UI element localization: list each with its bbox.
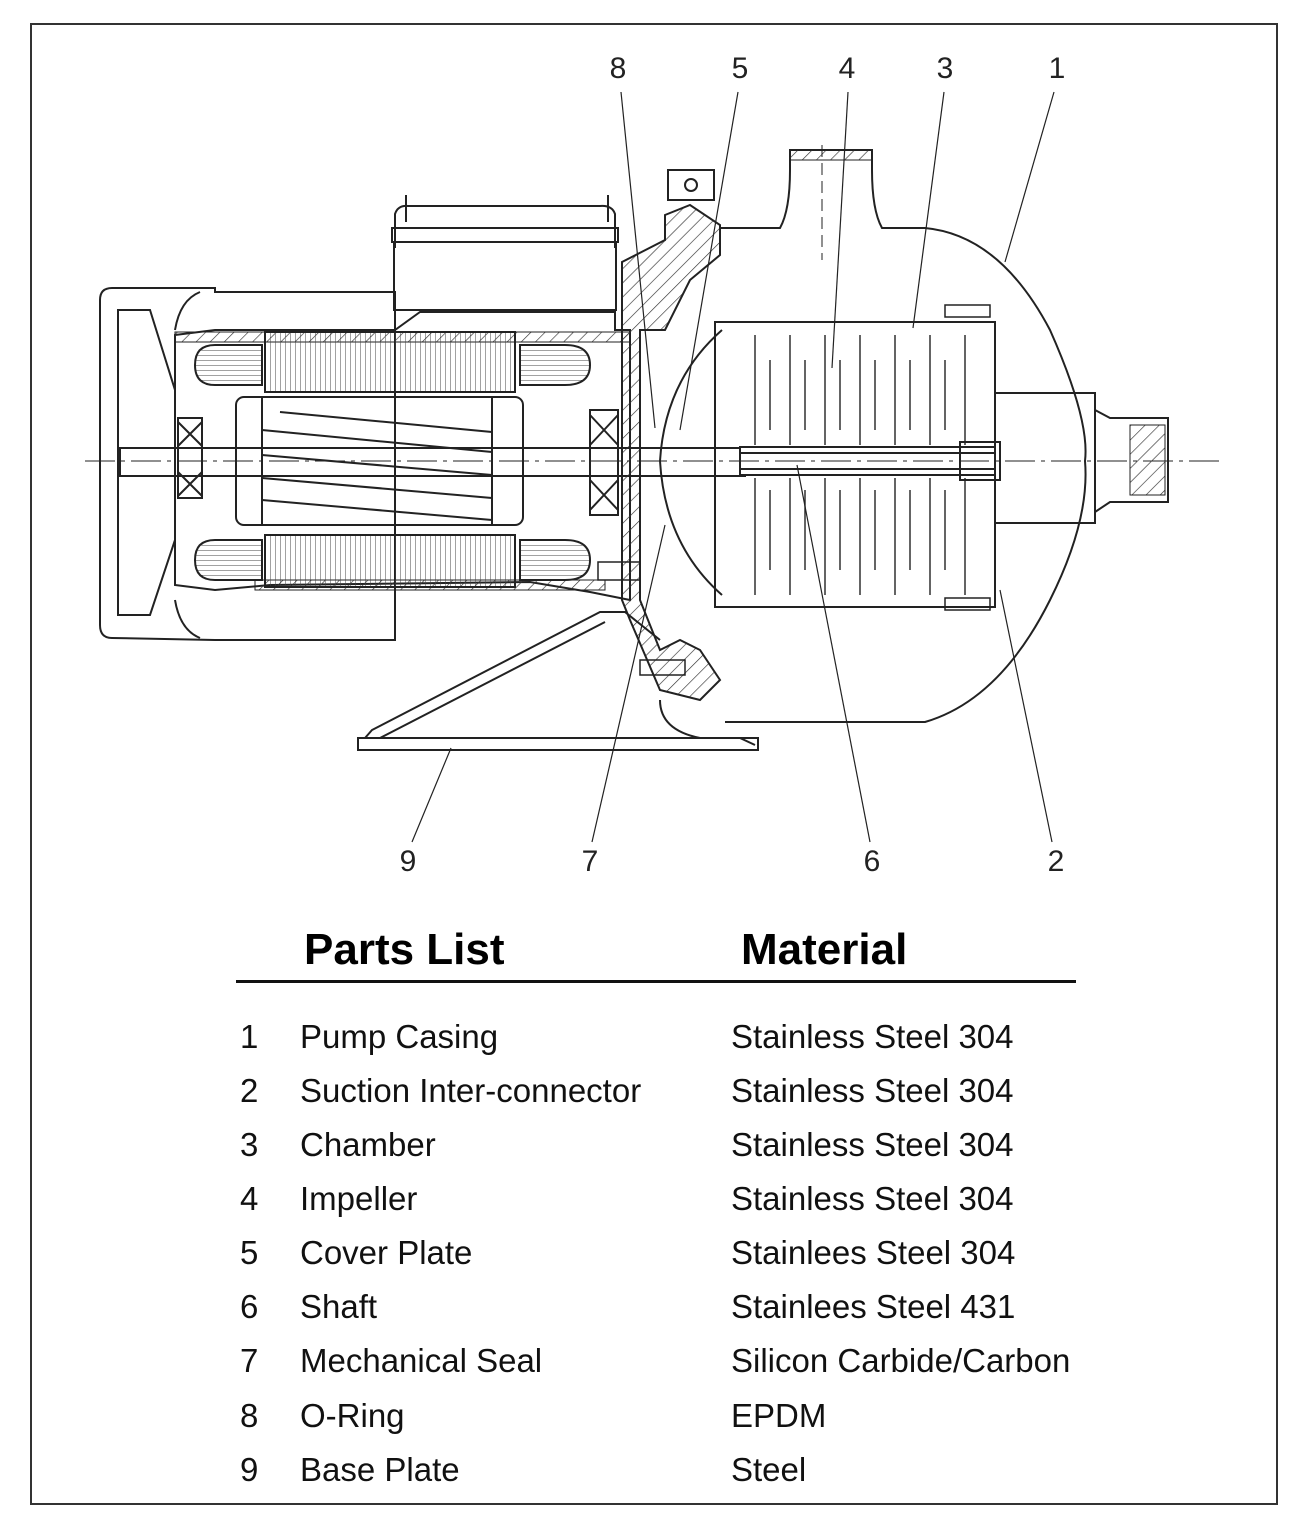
- part-name: Suction Inter-connector: [300, 1072, 642, 1109]
- material-header: Material: [741, 925, 908, 974]
- table-row: 2 Suction Inter-connector Stainless Stee…: [0, 1072, 1313, 1122]
- callout-7: 7: [581, 845, 599, 878]
- part-material: Stainless Steel 304: [731, 1180, 1014, 1217]
- part-material: EPDM: [731, 1397, 827, 1434]
- part-name: Shaft: [300, 1288, 378, 1325]
- callout-8: 8: [609, 52, 627, 85]
- callout-3: 3: [936, 52, 954, 85]
- callout-5: 5: [731, 52, 749, 85]
- terminal-box: [391, 195, 619, 311]
- part-number: 7: [240, 1342, 259, 1379]
- part-name: Mechanical Seal: [300, 1342, 543, 1379]
- table-row: 5 Cover Plate Stainlees Steel 304: [0, 1234, 1313, 1284]
- stator: [193, 331, 592, 588]
- part-number: 5: [240, 1234, 259, 1271]
- callout-6: 6: [863, 845, 881, 878]
- header-rule: [236, 980, 1076, 983]
- bracket: [621, 169, 722, 702]
- part-material: Steel: [731, 1451, 807, 1488]
- part-name: Cover Plate: [300, 1234, 473, 1271]
- table-row: 1 Pump Casing Stainless Steel 304: [0, 1018, 1313, 1068]
- part-name: O-Ring: [300, 1397, 405, 1434]
- part-number: 9: [240, 1451, 259, 1488]
- chamber-stages: [658, 321, 996, 608]
- pump-casing: [720, 145, 1087, 723]
- part-name: Impeller: [300, 1180, 418, 1217]
- part-number: 3: [240, 1126, 259, 1163]
- part-name: Pump Casing: [300, 1018, 499, 1055]
- callout-1: 1: [1048, 52, 1066, 85]
- bearings: [177, 409, 619, 516]
- part-number: 2: [240, 1072, 259, 1109]
- callout-9: 9: [399, 845, 417, 878]
- parts-list-header: Parts List: [304, 925, 505, 974]
- table-row: 7 Mechanical Seal Silicon Carbide/Carbon: [0, 1342, 1313, 1392]
- table-row: 6 Shaft Stainlees Steel 431: [0, 1288, 1313, 1338]
- part-name: Chamber: [300, 1126, 436, 1163]
- suction-connector: [959, 392, 1169, 524]
- callout-2: 2: [1047, 845, 1065, 878]
- table-row: 3 Chamber Stainless Steel 304: [0, 1126, 1313, 1176]
- drawing-frame: [30, 23, 1278, 1505]
- part-number: 6: [240, 1288, 259, 1325]
- base-plate: [357, 611, 759, 751]
- table-row: 4 Impeller Stainless Steel 304: [0, 1180, 1313, 1230]
- part-material: Stainless Steel 304: [731, 1072, 1014, 1109]
- part-name: Base Plate: [300, 1451, 460, 1488]
- part-material: Stainless Steel 304: [731, 1018, 1014, 1055]
- table-row: 8 O-Ring EPDM: [0, 1397, 1313, 1447]
- table-row: 9 Base Plate Steel: [0, 1451, 1313, 1501]
- part-number: 8: [240, 1397, 259, 1434]
- pump-cross-section-drawing: [85, 91, 1220, 843]
- part-material: Silicon Carbide/Carbon: [731, 1342, 1071, 1379]
- part-material: Stainlees Steel 431: [731, 1288, 1016, 1325]
- leader-lines: [411, 91, 1055, 843]
- bolts: [597, 304, 991, 676]
- part-number: 4: [240, 1180, 259, 1217]
- part-number: 1: [240, 1018, 259, 1055]
- part-material: Stainlees Steel 304: [731, 1234, 1016, 1271]
- part-material: Stainless Steel 304: [731, 1126, 1014, 1163]
- callout-4: 4: [838, 52, 856, 85]
